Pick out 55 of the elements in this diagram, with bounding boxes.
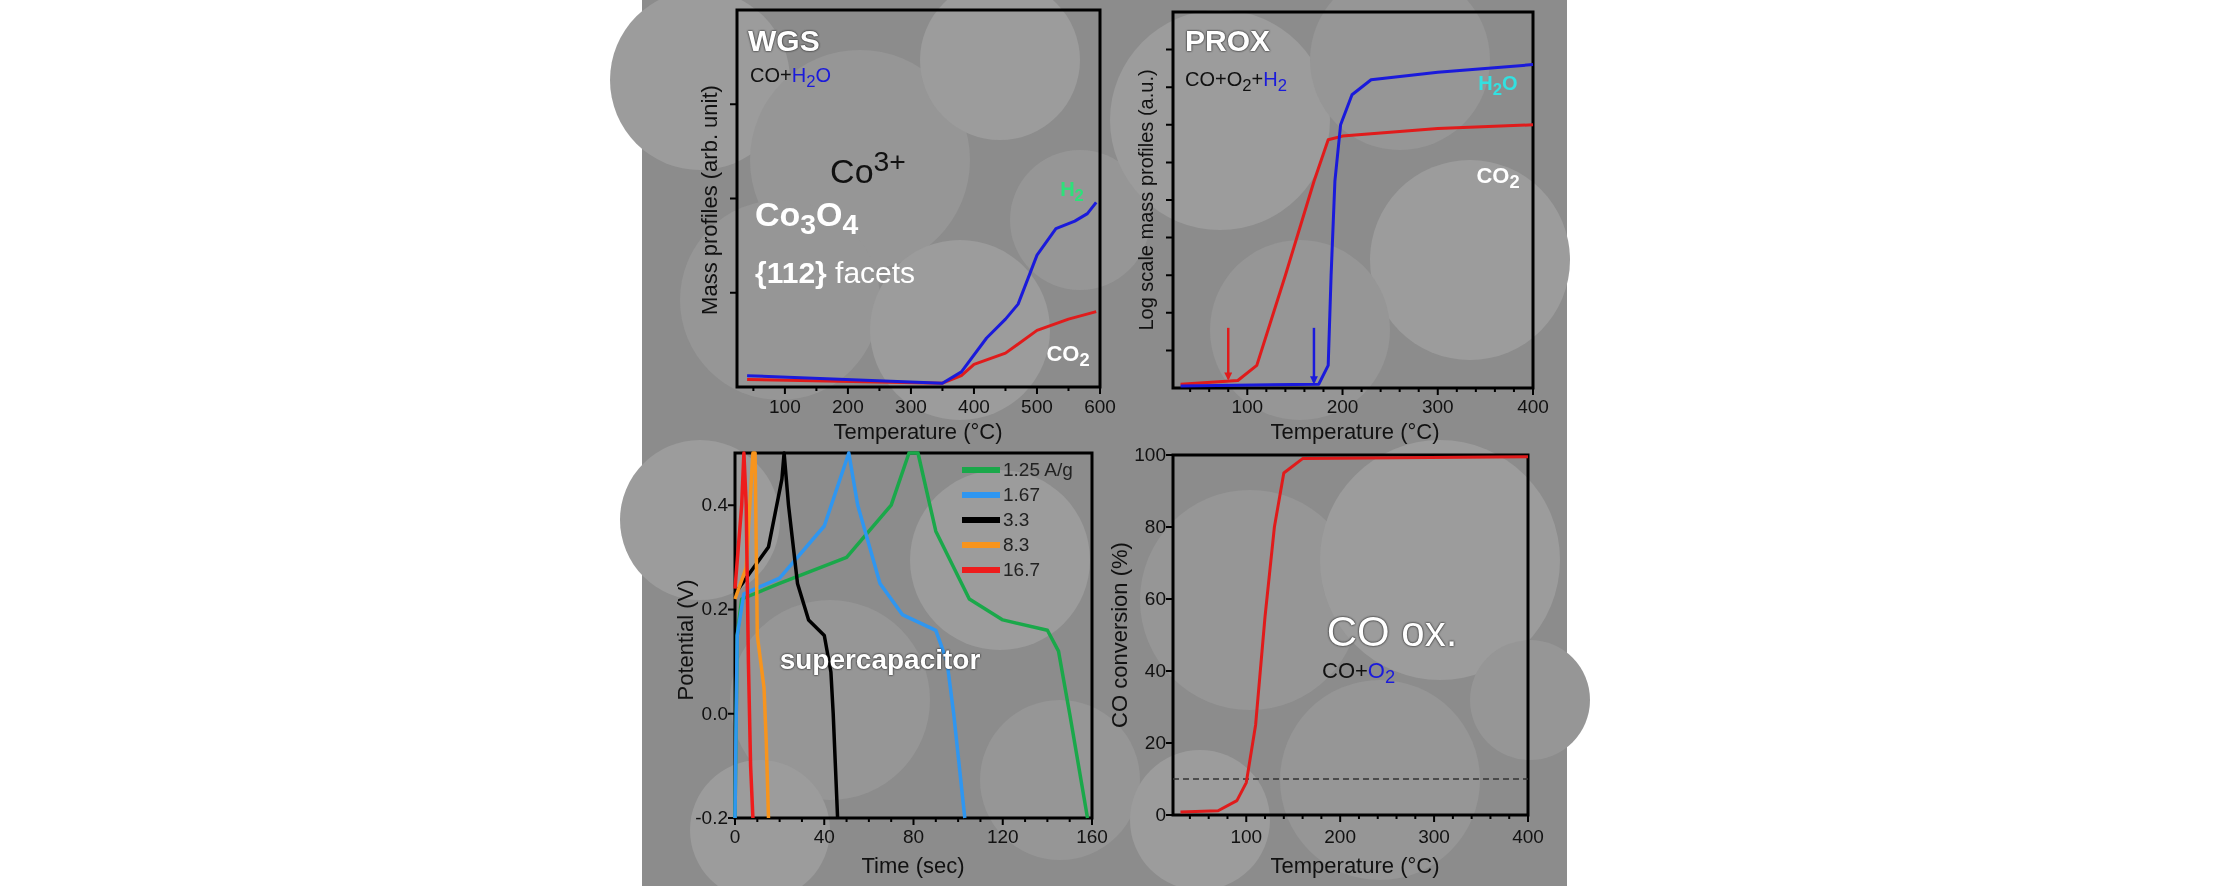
- tick-label: 400: [1517, 396, 1549, 418]
- tick-label: 400: [1512, 826, 1544, 848]
- text-label: CO ox.: [1326, 608, 1458, 656]
- curve-label: H$_{2}$: [1060, 178, 1084, 206]
- axis-title: Temperature (°C): [833, 419, 1003, 445]
- axis-title: Mass profiles (arb. unit): [697, 85, 723, 315]
- tick-label: 0.2: [701, 599, 728, 620]
- curve-label: H$_{2}$O: [1478, 72, 1518, 100]
- axis-title: Time (sec): [861, 853, 965, 879]
- tick-label: 0.4: [701, 494, 728, 516]
- tick-label: 600: [1084, 396, 1116, 418]
- tick-label: 500: [1021, 396, 1053, 418]
- tick-label: 200: [1326, 396, 1359, 418]
- curve-label: CO$_{2}$: [1476, 163, 1520, 193]
- tick-label: 100: [1231, 396, 1264, 418]
- reactant-formula: CO+O$_{2}$+H$_{2}$: [1185, 68, 1287, 96]
- tick-label: 40: [1144, 660, 1166, 682]
- tick-label: 120: [986, 826, 1019, 848]
- tick-label: 0: [1155, 804, 1166, 826]
- text-label: Co$^{3+}$: [830, 145, 906, 191]
- curve-label: CO$_{2}$: [1046, 341, 1090, 371]
- tick-label: 300: [1418, 826, 1450, 848]
- tick-label: 0: [729, 826, 741, 848]
- legend-label: 16.7: [1003, 559, 1040, 581]
- axis-title: Potential (V): [673, 579, 699, 701]
- text-label: PROX: [1185, 23, 1271, 57]
- axis-title: Temperature (°C): [1270, 419, 1440, 445]
- tick-label: 40: [813, 826, 835, 848]
- axis-title: CO conversion (%): [1107, 542, 1133, 728]
- tick-label: 200: [832, 396, 864, 418]
- reactant-formula: CO+H$_{2}$O: [750, 64, 831, 92]
- tick-label: 0.0: [701, 703, 728, 725]
- tick-label: 400: [958, 396, 990, 418]
- tick-label: 100: [1134, 444, 1166, 466]
- reactant-formula: CO+O$_{2}$: [1322, 658, 1396, 688]
- tick-label: -0.2: [695, 807, 728, 829]
- tick-label: 80: [1144, 516, 1166, 538]
- text-label: WGS: [748, 23, 820, 57]
- tick-label: 100: [1230, 826, 1263, 848]
- tick-label: 200: [1324, 826, 1356, 848]
- tick-label: 80: [902, 826, 925, 848]
- axis-title: Log scale mass profiles (a.u.): [1135, 69, 1157, 331]
- legend-label: 3.3: [1003, 509, 1030, 531]
- tick-label: 100: [769, 396, 801, 418]
- legend-label: 8.3: [1003, 534, 1030, 556]
- text-label: {112} facets: [755, 255, 916, 289]
- tick-label: 20: [1144, 732, 1166, 754]
- text-label: Co$_{3}$O$_{4}$: [755, 196, 859, 240]
- tick-label: 160: [1076, 826, 1108, 848]
- tick-label: 300: [895, 396, 927, 418]
- axis-title: Temperature (°C): [1270, 853, 1440, 879]
- legend-label: 1.67: [1003, 484, 1040, 506]
- tick-label: 60: [1144, 588, 1166, 610]
- legend-label: 1.25 A/g: [1003, 459, 1073, 481]
- tick-label: 300: [1421, 396, 1454, 418]
